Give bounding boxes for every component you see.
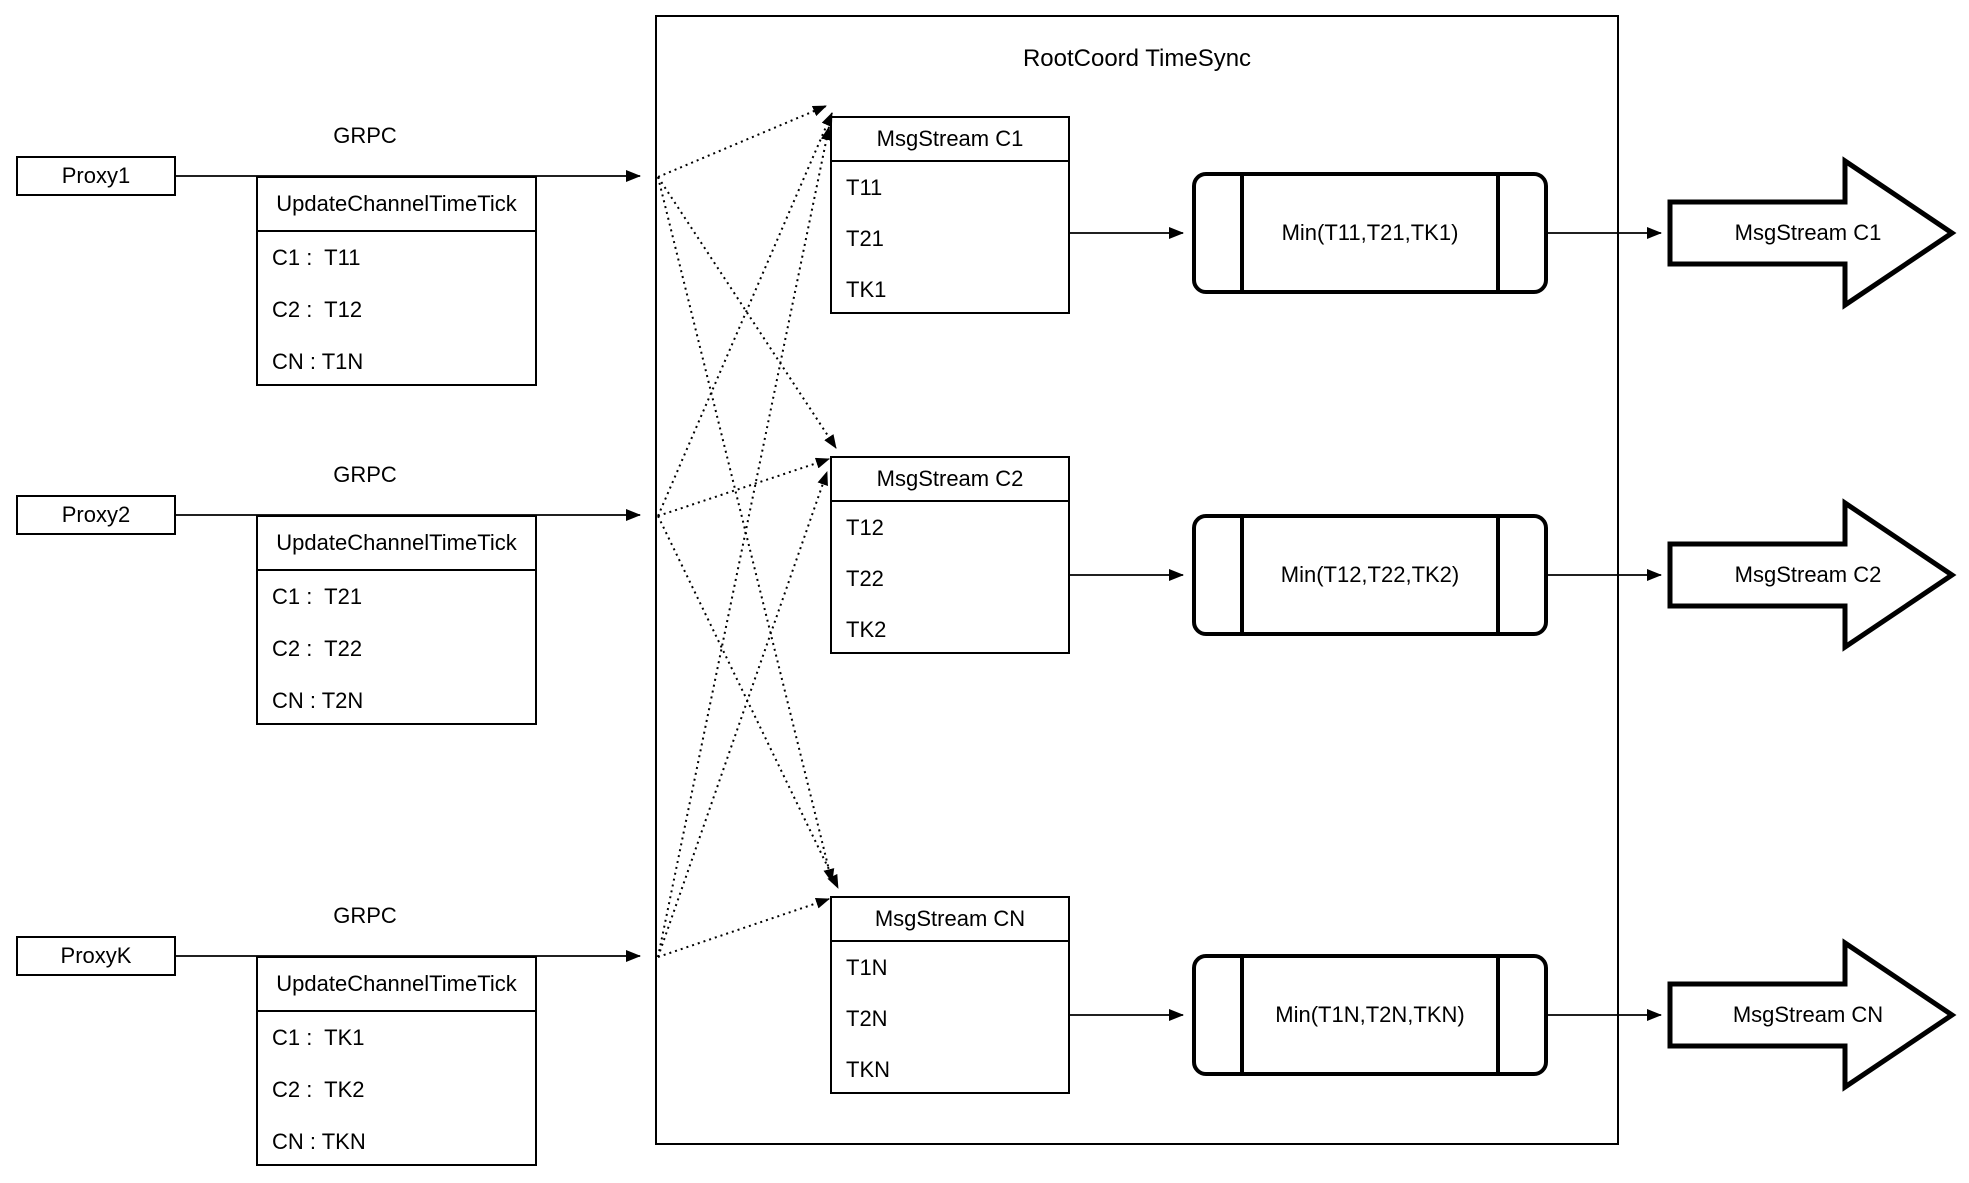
min-node-c1-label: Min(T11,T21,TK1) xyxy=(1281,220,1459,245)
msgstream-cn-header: MsgStream CN xyxy=(832,898,1068,942)
msgstream-c2-ts-2: T22 xyxy=(846,565,884,591)
update-channel-timetick-table-3: UpdateChannelTimeTick C1 : TK1 C2 : TK2 … xyxy=(256,956,537,1166)
tick-table-3-row-c1: C1 : TK1 xyxy=(272,1025,365,1050)
tick-table-1-header: UpdateChannelTimeTick xyxy=(258,178,535,232)
tick-table-1-row-c1: C1 : T11 xyxy=(272,245,361,270)
min-node-c2-right-divider xyxy=(1496,518,1500,632)
msgstream-c2-ts-1: T12 xyxy=(846,514,884,540)
msgstream-c2-table: MsgStream C2 T12 T22 TK2 xyxy=(830,456,1070,654)
msgstream-cn-table: MsgStream CN T1N T2N TKN xyxy=(830,896,1070,1094)
msgstream-c1-ts-3: TK1 xyxy=(846,276,887,302)
proxy2-label: Proxy2 xyxy=(61,502,131,527)
tick-table-1-row-c2: C2 : T12 xyxy=(272,297,363,322)
proxy1-label: Proxy1 xyxy=(61,163,131,188)
proxy2-box: Proxy2 xyxy=(16,495,176,535)
output-arrow-c2-label: MsgStream C2 xyxy=(1734,562,1882,587)
tick-table-3-row-c2: C2 : TK2 xyxy=(272,1077,365,1102)
output-arrow-shapes xyxy=(1667,156,1957,1092)
grpc-label-2: GRPC xyxy=(333,462,397,487)
min-node-c1-right-divider xyxy=(1496,176,1500,290)
grpc-label-3: GRPC xyxy=(333,903,397,928)
msgstream-c1-table: MsgStream C1 T11 T21 TK1 xyxy=(830,116,1070,314)
tick-table-2-row-c2: C2 : T22 xyxy=(272,636,363,661)
update-channel-timetick-table-1: UpdateChannelTimeTick C1 : T11 C2 : T12 … xyxy=(256,176,537,386)
tick-table-2-header: UpdateChannelTimeTick xyxy=(258,517,535,571)
proxyk-box: ProxyK xyxy=(16,936,176,976)
msgstream-cn-ts-3: TKN xyxy=(846,1056,890,1082)
min-node-c1: Min(T11,T21,TK1) xyxy=(1192,172,1548,294)
tick-table-2-row-c1: C1 : T21 xyxy=(272,584,363,609)
min-node-cn-left-divider xyxy=(1240,958,1244,1072)
msgstream-c1-ts-1: T11 xyxy=(846,174,883,200)
tick-table-3-row-cn: CN : TKN xyxy=(272,1129,366,1154)
msgstream-c1-ts-2: T21 xyxy=(846,225,884,251)
tick-table-3-header: UpdateChannelTimeTick xyxy=(258,958,535,1012)
output-arrow-c1-label: MsgStream C1 xyxy=(1734,220,1882,245)
tick-table-1-row-cn: CN : T1N xyxy=(272,349,364,374)
min-node-c2: Min(T12,T22,TK2) xyxy=(1192,514,1548,636)
proxy1-box: Proxy1 xyxy=(16,156,176,196)
tick-table-2-row-cn: CN : T2N xyxy=(272,688,364,713)
msgstream-cn-ts-2: T2N xyxy=(846,1005,888,1031)
min-node-c2-label: Min(T12,T22,TK2) xyxy=(1280,562,1460,587)
proxyk-label: ProxyK xyxy=(60,943,132,968)
output-arrow-cn-label: MsgStream CN xyxy=(1732,1002,1884,1027)
rootcoord-timesync-box: RootCoord TimeSync xyxy=(655,15,1619,1145)
min-node-c2-left-divider xyxy=(1240,518,1244,632)
msgstream-c2-ts-3: TK2 xyxy=(846,616,887,642)
rootcoord-timesync-title: RootCoord TimeSync xyxy=(1022,45,1252,72)
msgstream-c1-header: MsgStream C1 xyxy=(832,118,1068,162)
msgstream-c2-header: MsgStream C2 xyxy=(832,458,1068,502)
update-channel-timetick-table-2: UpdateChannelTimeTick C1 : T21 C2 : T22 … xyxy=(256,515,537,725)
msgstream-cn-ts-1: T1N xyxy=(846,954,888,980)
min-node-cn-right-divider xyxy=(1496,958,1500,1072)
grpc-label-1: GRPC xyxy=(333,123,397,148)
min-node-cn: Min(T1N,T2N,TKN) xyxy=(1192,954,1548,1076)
min-node-c1-left-divider xyxy=(1240,176,1244,290)
min-node-cn-label: Min(T1N,T2N,TKN) xyxy=(1275,1002,1465,1027)
